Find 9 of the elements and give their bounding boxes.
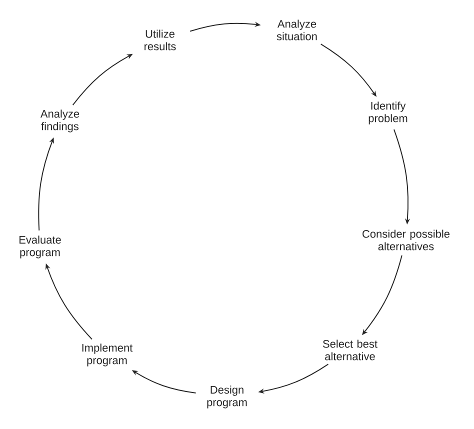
- step-label: Analyze situation: [276, 20, 317, 40]
- step-label: Consider possible alternatives: [362, 230, 450, 250]
- step-label: Implement program: [82, 344, 133, 366]
- step-label: Design program: [207, 386, 247, 408]
- step-label: Evaluate program: [20, 236, 61, 258]
- step-label: Analyze findings: [40, 110, 80, 132]
- step-label: Identify problem: [368, 102, 408, 124]
- step-label: Utilize results: [144, 30, 176, 50]
- step-label: Select best alternative: [323, 340, 378, 360]
